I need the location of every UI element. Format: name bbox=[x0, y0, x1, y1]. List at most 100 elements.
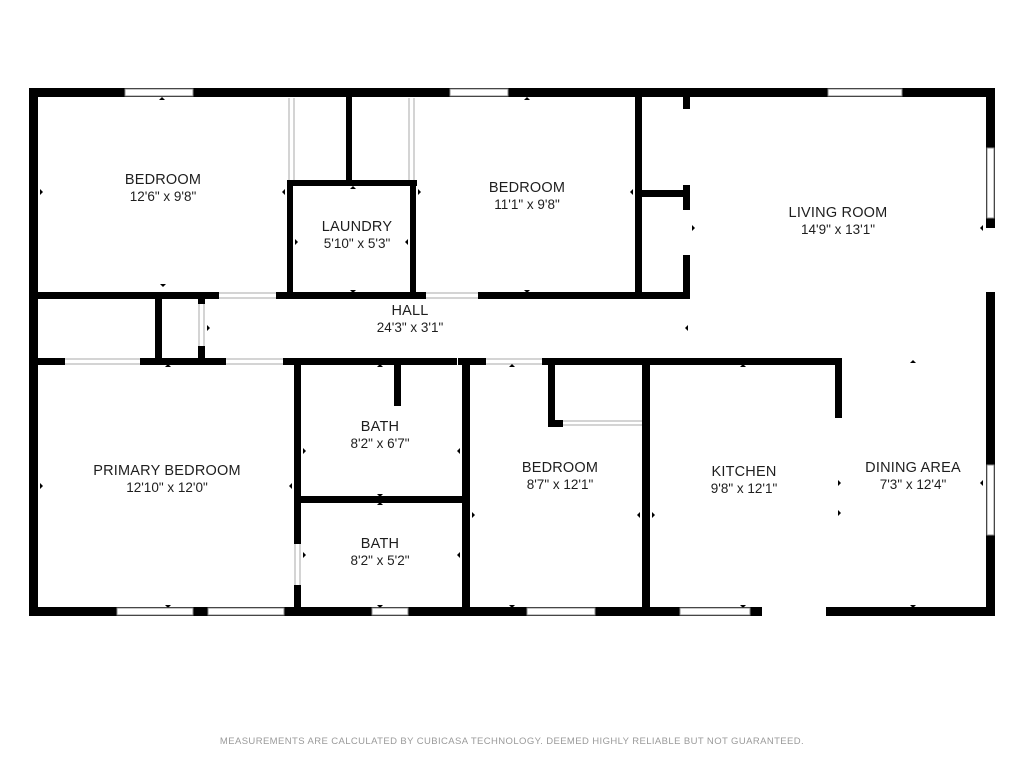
wall bbox=[835, 358, 842, 418]
room-dimensions: 11'1" x 9'8" bbox=[494, 197, 560, 213]
marker bbox=[377, 605, 383, 608]
marker bbox=[637, 512, 640, 518]
wall bbox=[683, 95, 690, 109]
marker bbox=[165, 364, 171, 367]
measurement-disclaimer: MEASUREMENTS ARE CALCULATED BY CUBICASA … bbox=[219, 736, 805, 747]
dimension-markers bbox=[40, 97, 983, 608]
wall bbox=[478, 292, 690, 299]
marker bbox=[472, 512, 475, 518]
marker bbox=[685, 325, 688, 331]
wall bbox=[140, 358, 226, 365]
room-name: KITCHEN bbox=[711, 464, 777, 480]
wall bbox=[458, 358, 486, 365]
window bbox=[986, 147, 995, 219]
wall bbox=[298, 496, 468, 503]
marker bbox=[377, 364, 383, 367]
room-name: PRIMARY BEDROOM bbox=[93, 463, 241, 479]
room-label-kitchen: KITCHEN 9'8" x 12'1" bbox=[711, 463, 778, 498]
room-label-bedroom-3: BEDROOM 8'7" x 12'1" bbox=[522, 459, 598, 494]
marker bbox=[509, 605, 515, 608]
room-name: BEDROOM bbox=[521, 460, 599, 476]
wall bbox=[29, 358, 65, 365]
window bbox=[371, 607, 409, 616]
wall bbox=[283, 358, 457, 365]
marker bbox=[740, 605, 746, 608]
wall bbox=[155, 292, 162, 362]
doorway bbox=[985, 228, 996, 292]
wall bbox=[198, 292, 205, 304]
room-dimensions: 12'10" x 12'0" bbox=[126, 480, 208, 496]
exterior-walls bbox=[29, 88, 995, 616]
room-dimensions: 5'10" x 5'3" bbox=[323, 236, 391, 252]
room-label-bath-1: BATH 8'2" x 6'7" bbox=[350, 418, 409, 453]
marker bbox=[303, 552, 306, 558]
room-name: BEDROOM bbox=[124, 172, 202, 188]
wall bbox=[394, 362, 401, 406]
interior-walls bbox=[29, 95, 842, 610]
room-dimensions: 7'3" x 12'4" bbox=[879, 477, 947, 493]
wall-bottom bbox=[29, 607, 995, 616]
room-name: BATH bbox=[360, 536, 400, 552]
room-dimensions: 12'6" x 9'8" bbox=[129, 189, 197, 205]
wall bbox=[683, 185, 690, 210]
room-label-living-room: LIVING ROOM 14'9" x 13'1" bbox=[789, 204, 888, 239]
marker bbox=[740, 364, 746, 367]
wall bbox=[635, 95, 642, 298]
wall-top bbox=[29, 88, 995, 97]
room-dimensions: 8'7" x 12'1" bbox=[526, 477, 594, 493]
marker bbox=[207, 325, 210, 331]
room-label-dining-area: DINING AREA 7'3" x 12'4" bbox=[865, 459, 961, 494]
wall bbox=[198, 346, 205, 360]
marker bbox=[289, 483, 292, 489]
room-label-laundry: LAUNDRY 5'10" x 5'3" bbox=[322, 218, 392, 253]
window bbox=[986, 464, 995, 536]
room-dimensions: 8'2" x 6'7" bbox=[350, 436, 410, 452]
marker bbox=[377, 494, 383, 497]
room-dimensions: 24'3" x 3'1" bbox=[376, 320, 444, 336]
wall-right bbox=[986, 88, 995, 616]
room-dimensions: 8'2" x 5'2" bbox=[350, 553, 410, 569]
wall bbox=[276, 292, 426, 299]
wall bbox=[29, 292, 219, 299]
door-lines bbox=[65, 98, 642, 585]
wall bbox=[294, 362, 301, 544]
window bbox=[124, 88, 194, 97]
marker bbox=[509, 364, 515, 367]
wall bbox=[642, 362, 650, 610]
marker bbox=[692, 225, 695, 231]
marker bbox=[159, 97, 165, 100]
windows bbox=[116, 88, 995, 616]
window bbox=[449, 88, 509, 97]
window bbox=[116, 607, 194, 616]
marker bbox=[282, 189, 285, 195]
room-name: BEDROOM bbox=[488, 180, 566, 196]
marker bbox=[418, 189, 421, 195]
room-dimensions: 9'8" x 12'1" bbox=[710, 481, 778, 497]
wall bbox=[548, 420, 563, 427]
marker bbox=[838, 480, 841, 486]
marker bbox=[980, 225, 983, 231]
window bbox=[526, 607, 596, 616]
wall bbox=[542, 358, 842, 365]
wall bbox=[410, 180, 416, 298]
marker bbox=[980, 480, 983, 486]
window bbox=[207, 607, 285, 616]
marker bbox=[350, 186, 356, 189]
marker bbox=[457, 552, 460, 558]
room-label-bedroom-1: BEDROOM 12'6" x 9'8" bbox=[125, 171, 201, 206]
marker bbox=[303, 448, 306, 454]
marker bbox=[165, 605, 171, 608]
marker bbox=[160, 284, 166, 287]
marker bbox=[524, 290, 530, 293]
wall bbox=[287, 180, 293, 298]
marker bbox=[40, 483, 43, 489]
wall bbox=[683, 255, 690, 298]
room-name: HALL bbox=[391, 303, 429, 319]
room-name: DINING AREA bbox=[865, 460, 961, 476]
wall bbox=[640, 190, 690, 197]
wall bbox=[548, 362, 555, 427]
room-label-primary-bedroom: PRIMARY BEDROOM 12'10" x 12'0" bbox=[93, 462, 241, 497]
marker bbox=[377, 502, 383, 505]
room-name: BATH bbox=[360, 419, 400, 435]
